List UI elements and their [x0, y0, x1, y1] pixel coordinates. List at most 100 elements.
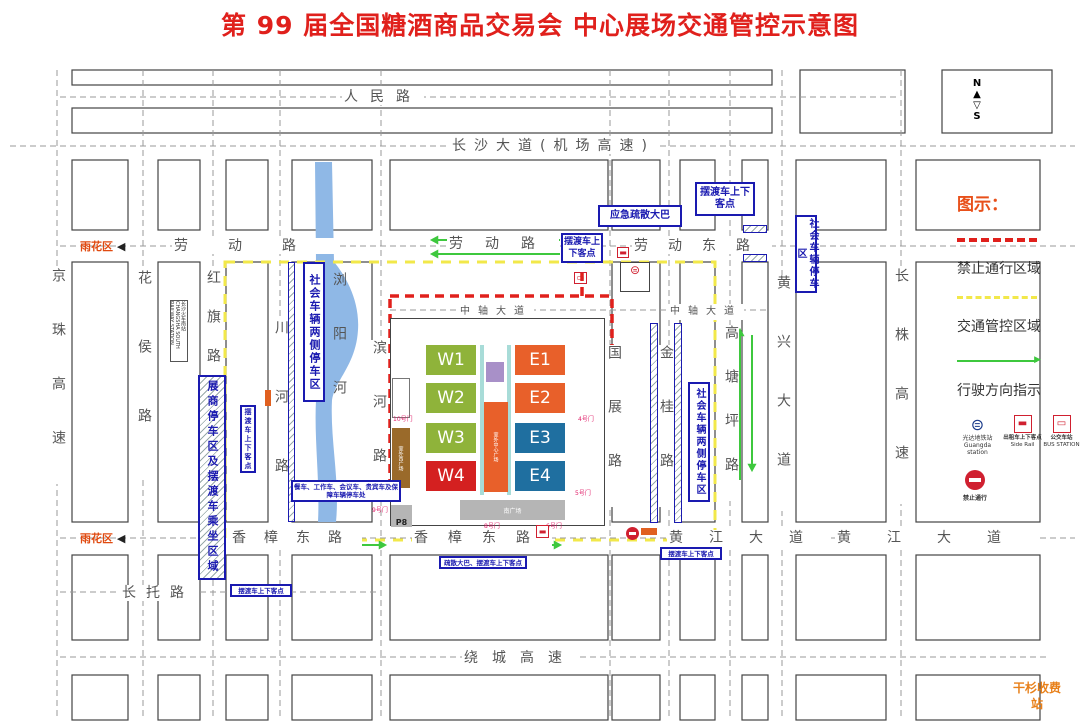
city-block: [799, 69, 906, 134]
city-block: [71, 554, 129, 641]
city-block: [679, 554, 716, 641]
road-jingui: 金桂路: [658, 345, 674, 507]
no-entry-icon: [965, 470, 985, 490]
hall-w2: W2: [426, 383, 476, 413]
corridor-west: [480, 345, 484, 495]
legend-bus-label: 公交车站: [1050, 435, 1073, 441]
city-block: [291, 674, 373, 721]
city-block: [611, 674, 661, 721]
city-block: [915, 554, 1041, 641]
city-block: [225, 554, 269, 641]
map-title: 第 99 届全国糖酒商品交易会 中心展场交通管控示意图: [221, 11, 859, 40]
arrow-head-icon: [553, 540, 563, 550]
compass-south: S: [973, 111, 981, 122]
city-block: [225, 159, 269, 231]
legend-no-passage-label: 禁止通行: [962, 495, 987, 502]
city-block: [389, 554, 609, 641]
city-block: [915, 159, 1041, 231]
callout-shuttle-north: 摆渡车上下客点: [561, 233, 603, 263]
arrow-head-icon: [429, 235, 439, 245]
city-block: [71, 159, 129, 231]
legend-taxi-label: 出租车上下客点: [1003, 435, 1042, 441]
parking-strip-jingui-east: [674, 323, 682, 523]
city-block: [795, 674, 887, 721]
bus-icon: ▭: [1052, 415, 1071, 433]
city-block: [741, 674, 769, 721]
callout-exhibitor-parking: 展商停车区及摆渡车乘坐区域: [198, 375, 226, 580]
taxi-icon: ▬: [536, 525, 549, 538]
city-block: [795, 554, 887, 641]
callout-service-parking: 餐车、工作车、会议车、贵宾车及保障车辆停车处: [291, 480, 401, 502]
city-block: [741, 261, 769, 523]
legend-control-line: [957, 296, 1037, 299]
gate-6: 6号门: [546, 523, 562, 530]
parking-strip-ne-2: [743, 254, 767, 262]
hall-e3: E3: [515, 423, 565, 453]
legend-direction-arrow-icon: ▶: [957, 355, 1041, 365]
legend-bus-en: BUS STATION: [1043, 442, 1080, 448]
gate-4: 4号门: [578, 416, 594, 423]
west-building: [392, 378, 410, 418]
road-zhongzhou-left: 中轴大道: [458, 304, 534, 320]
road-huangjiang-right: 黄江大道: [835, 530, 1039, 546]
city-block: [71, 674, 129, 721]
city-block: [157, 159, 201, 231]
hall-e4: E4: [515, 461, 565, 491]
callout-shuttle-se: 摆渡车上下客点: [660, 547, 722, 560]
west-square: 室外西广场: [392, 428, 410, 488]
city-block: [389, 674, 609, 721]
city-block: [291, 554, 373, 641]
road-renmin: 人民路: [342, 89, 424, 105]
city-block: [71, 261, 129, 523]
legend-taxi: ▬ 出租车上下客点 Side Rail: [1000, 415, 1045, 449]
road-jingzhu: 京珠高速: [50, 268, 66, 484]
callout-shuttle-sw: 摆渡车上下客点: [230, 584, 292, 597]
legend-taxi-en: Side Rail: [1010, 442, 1035, 448]
metro-icon: ⊜: [970, 415, 985, 434]
shuttle-stop-marker: [265, 390, 271, 406]
arrow-head-icon: [429, 249, 439, 259]
no-entry-icon: [626, 527, 639, 540]
compass-north: N: [972, 78, 982, 89]
south-square: 南广场: [460, 500, 565, 520]
road-binhe: 滨河路: [371, 340, 387, 502]
road-gaotangping: 高塘坪路: [723, 325, 739, 501]
callout-shuttle-chuanhe: 摆渡车上下客点: [240, 405, 256, 473]
bus-icon: ▭: [574, 272, 587, 284]
legend-metro: ⊜ 光达地铁站 Guangda station: [955, 415, 1000, 456]
corridor-east: [507, 345, 511, 495]
compass: N ▲▽ S: [970, 78, 984, 122]
callout-emergency-bus: 应急疏散大巴: [598, 205, 682, 227]
parking-strip-ne-1: [743, 225, 767, 233]
callout-evac-shuttle: 疏散大巴、摆渡车上下客点: [439, 556, 527, 569]
hall-w1: W1: [426, 345, 476, 375]
gate-8: 8号门: [484, 523, 500, 530]
road-laodong-left: 劳动路: [172, 238, 338, 254]
district-label: 雨花区: [80, 532, 113, 545]
shuttle-stop-marker: [641, 528, 657, 535]
city-block: [71, 69, 773, 86]
road-changzhu: 长株高速: [893, 268, 909, 504]
center-hall: [486, 362, 504, 382]
legend-metro-en: Guangda station: [963, 442, 992, 456]
city-block: [157, 674, 201, 721]
hall-e1: E1: [515, 345, 565, 375]
legend-no-entry-label: 禁止通行区域: [957, 261, 1041, 277]
road-huahou: 花侯路: [136, 270, 152, 477]
city-block: [679, 674, 716, 721]
road-xiangzhang-left: 香樟东路: [230, 530, 362, 546]
road-huangxing: 黄兴大道: [775, 275, 791, 511]
legend-no-passage: 禁止通行: [960, 470, 990, 502]
city-block: [915, 674, 1041, 721]
parking-strip-jingui-west: [650, 323, 658, 523]
gate-9: 9号门: [372, 507, 388, 514]
parking-p8: P8: [391, 505, 412, 527]
callout-public-parking-river: 社会车辆两侧停车区: [303, 262, 325, 402]
metro-icon: ⊜: [629, 263, 641, 277]
road-xiangzhang-mid: 香樟东路: [412, 530, 552, 546]
city-block: [389, 159, 609, 231]
hall-w4: W4: [426, 461, 476, 491]
road-laodong-mid: 劳动路: [447, 236, 559, 252]
legend-title: 图示：: [957, 195, 1008, 215]
legend-direction-label: 行驶方向指示: [957, 383, 1041, 399]
